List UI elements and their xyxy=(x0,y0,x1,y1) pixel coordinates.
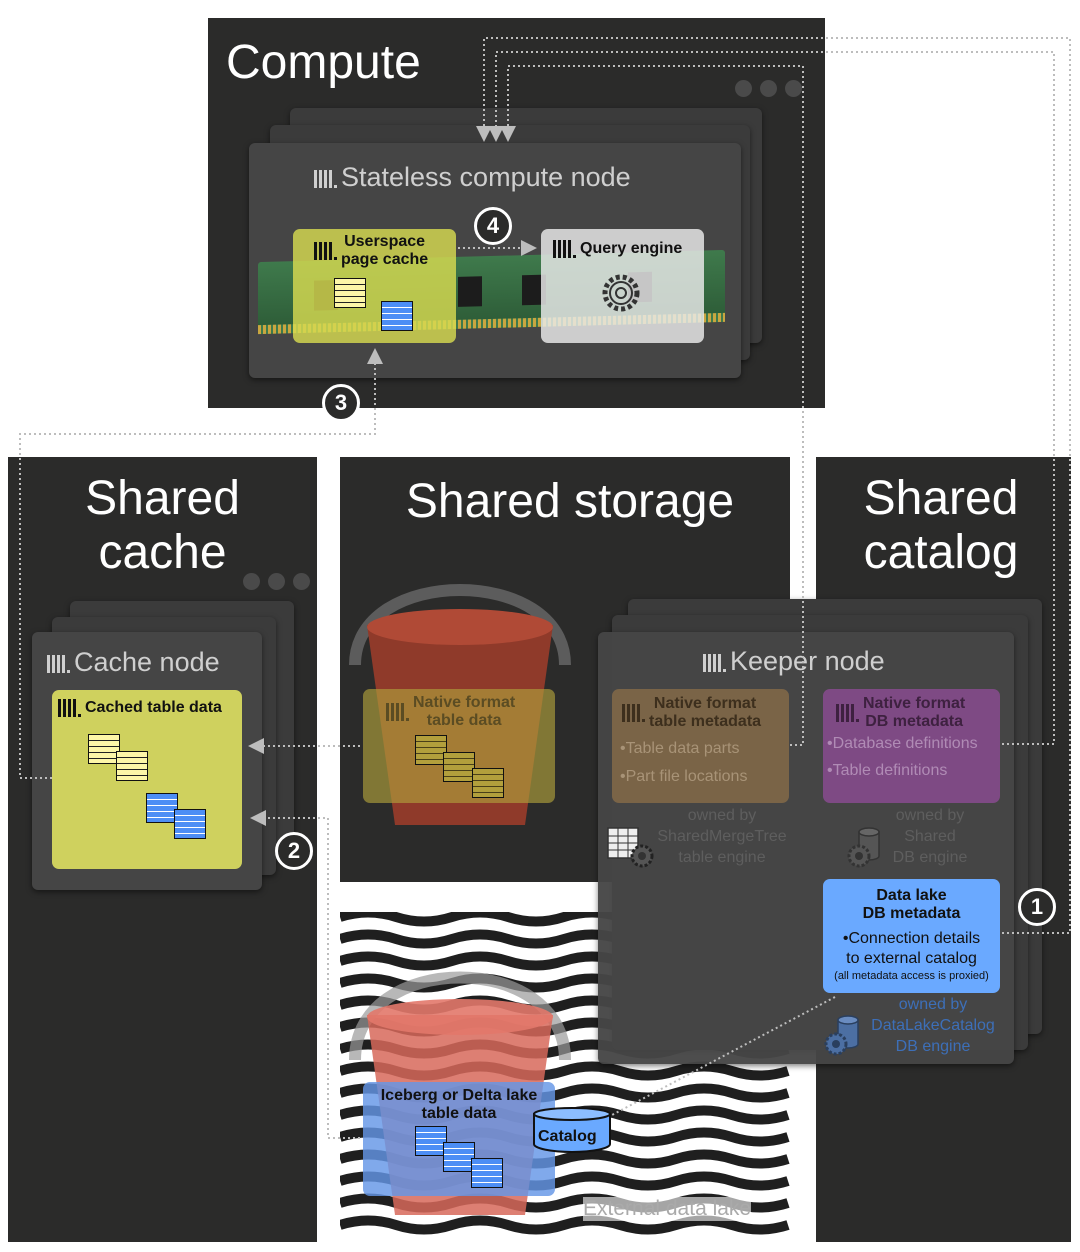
datalake-engine-icon xyxy=(824,1015,859,1056)
table-blue-icon xyxy=(381,301,413,331)
table-yellow-icon xyxy=(334,278,366,308)
step-2-badge: 2 xyxy=(275,832,313,870)
compute-more-icon[interactable] xyxy=(735,80,802,97)
clickhouse-logo-icon xyxy=(703,653,726,672)
stateless-compute-node-title: Stateless compute node xyxy=(314,162,631,193)
table-yellow-icon xyxy=(116,751,148,781)
clickhouse-logo-icon xyxy=(553,240,576,258)
table-blue-icon xyxy=(174,809,206,839)
table-blue-icon xyxy=(415,1126,447,1156)
gear-icon xyxy=(602,274,640,312)
step-1-badge: 1 xyxy=(1018,888,1056,926)
cached-table-data-title: Cached table data xyxy=(58,699,222,717)
db-metadata-bullet-1: •Database definitions xyxy=(827,735,978,752)
shared-storage-title: Shared storage xyxy=(405,475,735,528)
query-engine-title: Query engine xyxy=(553,240,682,258)
table-olive-icon xyxy=(443,752,475,782)
db-metadata-bullet-2: •Table definitions xyxy=(827,762,948,779)
catalog-cylinder-icon[interactable] xyxy=(532,1106,612,1154)
clickhouse-logo-icon xyxy=(836,703,859,722)
clickhouse-logo-icon xyxy=(58,699,81,717)
db-engine-icon xyxy=(847,827,880,868)
table-blue-icon xyxy=(443,1142,475,1172)
clickhouse-logo-icon xyxy=(314,241,337,260)
datalake-note: (all metadata access is proxied) xyxy=(834,970,989,982)
clickhouse-logo-icon xyxy=(47,654,70,673)
catalog-label: Catalog xyxy=(538,1128,597,1145)
compute-title: Compute xyxy=(226,36,421,89)
table-olive-icon xyxy=(415,735,447,765)
iceberg-delta-table-data[interactable] xyxy=(363,1082,555,1196)
keeper-node-title: Keeper node xyxy=(703,646,885,677)
clickhouse-logo-icon xyxy=(386,702,409,721)
step-3-badge: 3 xyxy=(322,384,360,422)
external-data-lake-label: External data lake xyxy=(583,1197,752,1221)
clickhouse-logo-icon xyxy=(314,169,337,188)
cache-node-title: Cache node xyxy=(47,647,220,678)
step-4-badge: 4 xyxy=(474,207,512,245)
table-metadata-bullet-1: •Table data parts xyxy=(620,740,740,757)
table-blue-icon xyxy=(471,1158,503,1188)
clickhouse-logo-icon xyxy=(622,703,645,722)
shared-cache-more-icon[interactable] xyxy=(243,573,310,590)
table-blue-icon xyxy=(146,793,178,823)
table-olive-icon xyxy=(472,768,504,798)
table-engine-icon xyxy=(607,827,654,868)
table-metadata-bullet-2: •Part file locations xyxy=(620,768,748,785)
